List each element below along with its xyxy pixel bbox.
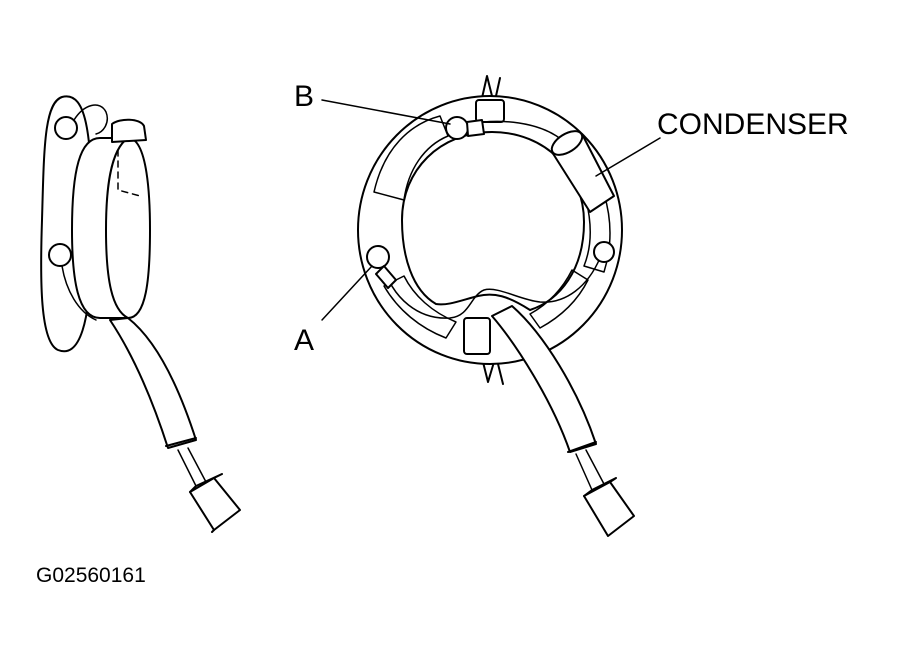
front-coil-lower-right <box>529 269 589 329</box>
side-cylinder-front <box>105 137 129 319</box>
front-tab-top <box>481 75 501 99</box>
front-view <box>357 75 635 537</box>
front-coil-left <box>373 115 449 201</box>
front-coil-right <box>583 193 611 273</box>
side-connector-top <box>189 473 223 533</box>
side-view <box>40 95 241 533</box>
front-leads <box>575 449 605 491</box>
terminal-a <box>366 245 390 269</box>
terminal-a-lead <box>375 265 397 289</box>
side-harness <box>109 317 197 449</box>
terminal-b <box>445 116 469 140</box>
side-hidden-bracket <box>117 149 141 197</box>
leader-condenser <box>595 137 661 177</box>
front-harness-end <box>567 441 597 453</box>
side-condenser <box>111 118 147 143</box>
side-leads <box>177 447 207 487</box>
front-tab-bottom <box>482 361 504 385</box>
front-clip-bottom <box>463 317 491 355</box>
front-condenser-cap <box>550 130 584 156</box>
front-coil-lower-left <box>383 275 457 339</box>
side-wire-top <box>73 104 108 135</box>
front-connector <box>583 481 635 537</box>
terminal-b-lead <box>466 119 485 137</box>
figure-id: G02560161 <box>36 564 146 587</box>
leader-b <box>321 99 451 125</box>
side-harness-end <box>165 437 197 447</box>
label-b: B <box>294 80 314 113</box>
label-condenser: CONDENSER <box>657 108 849 141</box>
front-harness <box>491 305 597 453</box>
leader-a <box>321 265 373 321</box>
front-terminal-right <box>593 241 615 263</box>
front-clip-top <box>475 99 505 123</box>
side-terminal-top <box>54 116 78 140</box>
side-connector <box>189 477 241 531</box>
front-connector-top <box>583 477 617 497</box>
side-terminal-bottom <box>48 243 72 267</box>
side-wire-bottom <box>61 265 97 321</box>
label-a: A <box>294 324 314 357</box>
